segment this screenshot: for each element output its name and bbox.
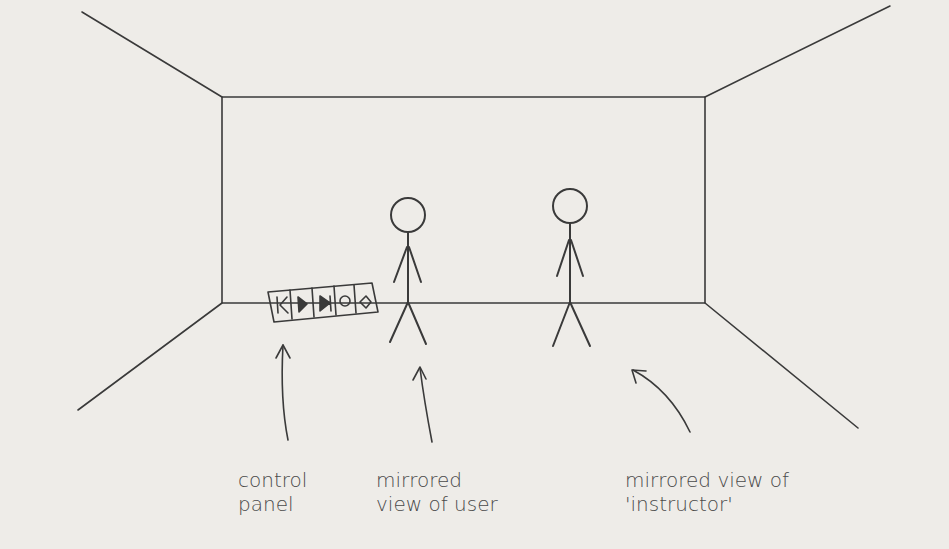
leader-arrows [276, 345, 690, 442]
user-figure [390, 198, 426, 344]
user-label: mirrored view of user [376, 468, 514, 516]
instructor-label: mirrored view of 'instructor' [625, 468, 810, 516]
room-outline [78, 6, 890, 428]
control-label: control panel [238, 468, 343, 516]
control-panel [268, 283, 378, 322]
instructor-figure [553, 189, 590, 346]
